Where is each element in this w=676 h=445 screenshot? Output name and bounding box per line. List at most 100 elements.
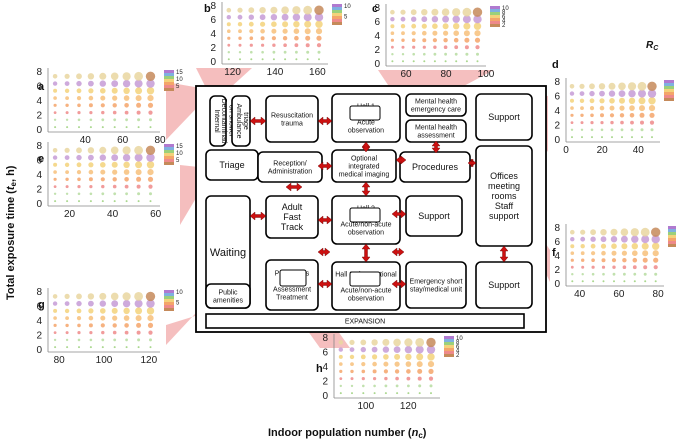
bubble [339, 384, 342, 388]
bubble [627, 82, 637, 91]
bubble [632, 250, 638, 256]
bubble [76, 308, 82, 314]
bubble [134, 145, 144, 155]
bubble [134, 71, 144, 81]
bubble [64, 162, 70, 167]
bubble [633, 280, 636, 283]
legend-swatch [444, 345, 454, 348]
y-tick-label: 4 [374, 31, 380, 42]
bubble [350, 377, 354, 381]
room-label: Resuscitation [271, 113, 313, 120]
x-tick-label: 40 [633, 145, 645, 156]
bubble [416, 361, 423, 368]
bubble [454, 45, 459, 50]
bubble [113, 126, 116, 129]
bubble [383, 361, 389, 367]
legend-swatch [332, 10, 342, 13]
connector-arrow [391, 279, 407, 289]
bubble [647, 89, 657, 98]
bubble [411, 31, 416, 36]
bubble [405, 361, 412, 367]
bubble [349, 339, 355, 345]
x-tick-label: 20 [64, 209, 76, 220]
legend-swatch [490, 15, 500, 18]
legend-swatch [668, 235, 676, 238]
bubble [362, 392, 365, 395]
legend-swatch [490, 6, 500, 9]
bubble [611, 136, 613, 139]
bubble [455, 60, 458, 63]
bubble [600, 113, 604, 118]
x-tick-label: 60 [117, 135, 129, 146]
bubble [632, 265, 637, 270]
room-label: Mental health [415, 99, 457, 106]
bubble [601, 258, 606, 263]
y-tick-label: 6 [554, 237, 560, 248]
legend-swatch [164, 296, 174, 299]
room-label: Procedures [412, 162, 459, 172]
bubble [599, 98, 605, 104]
bubble [227, 29, 231, 33]
room-label: Acute [357, 120, 375, 127]
room-label: meeting [488, 181, 520, 191]
bubble [101, 330, 105, 335]
room-label: Offices [490, 171, 518, 181]
bubble [261, 43, 265, 47]
room-box [209, 95, 227, 147]
bubble [570, 229, 575, 235]
bubble [122, 79, 131, 88]
bubble [303, 5, 313, 15]
bubble [101, 200, 104, 203]
bubble [77, 185, 81, 189]
panel-label: h [316, 363, 323, 375]
bubble [53, 316, 57, 320]
room-box [205, 283, 251, 309]
bubble [395, 376, 399, 381]
bubble [281, 13, 289, 21]
bubble [52, 301, 58, 306]
bubble [589, 90, 595, 97]
legend-swatch [664, 89, 674, 92]
bubble [610, 120, 614, 125]
legend-swatch [444, 336, 454, 339]
panel-label: a [38, 81, 45, 93]
bubble [52, 155, 58, 160]
room-label: Triage [219, 160, 244, 170]
bubble [88, 88, 94, 94]
room-label: support [489, 211, 520, 221]
bubble [53, 323, 57, 327]
bubble [404, 345, 413, 354]
bubble [66, 200, 69, 203]
bubble [465, 60, 468, 63]
bubble [601, 136, 603, 139]
bubble [620, 128, 624, 132]
room-label: observation [348, 127, 384, 134]
bubble [361, 369, 366, 374]
bubble [146, 307, 155, 315]
legend-swatch [164, 302, 174, 305]
connector-arrow [249, 211, 267, 221]
bubble [315, 20, 323, 28]
bubble [135, 95, 142, 102]
bubble [654, 272, 658, 276]
room-label: Mental health [415, 124, 457, 131]
bubble [65, 331, 69, 335]
bubble [619, 97, 625, 104]
bubble [416, 353, 424, 361]
bubble [390, 38, 394, 42]
y-tick-label: 4 [322, 362, 328, 373]
bubble [406, 369, 411, 374]
bubble [443, 38, 448, 43]
bubble [112, 330, 117, 335]
bubble [64, 308, 70, 314]
bubble [250, 50, 253, 54]
legend-swatch [164, 144, 174, 147]
bubble [619, 105, 625, 111]
y-tick-label: 0 [322, 391, 328, 402]
bubble [339, 362, 343, 366]
bubble [89, 185, 93, 189]
bubble [237, 7, 243, 13]
bubble [112, 95, 118, 101]
